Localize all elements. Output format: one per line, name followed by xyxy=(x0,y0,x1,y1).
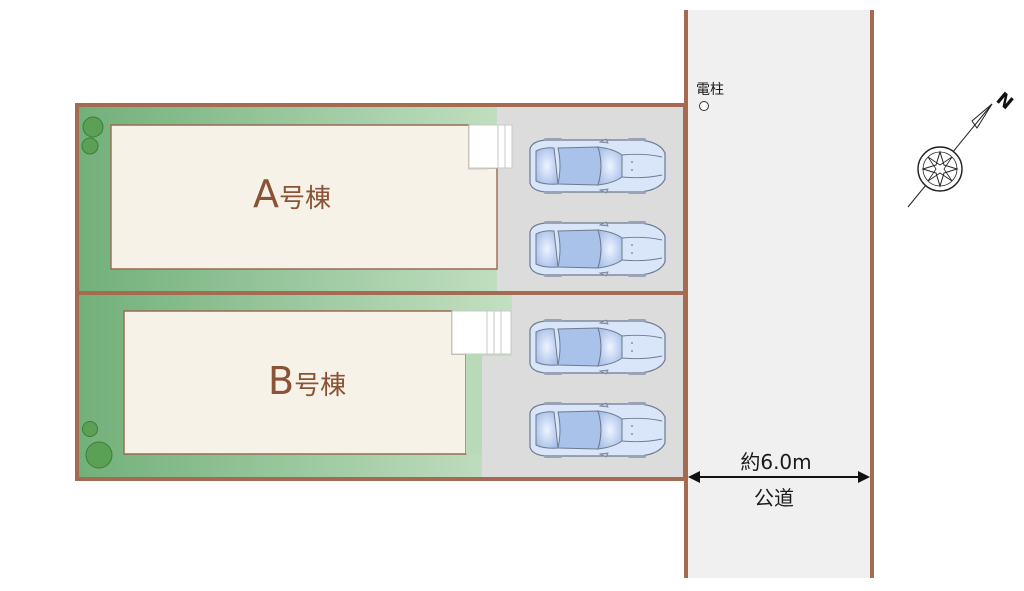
lot-boundaries xyxy=(75,103,687,481)
tree-icon xyxy=(82,421,98,437)
car-icon xyxy=(529,220,666,278)
road-surface xyxy=(686,10,872,578)
building-a-label: A号棟 xyxy=(253,172,331,216)
lot-a-parking-top xyxy=(512,106,685,126)
tree-icon xyxy=(82,116,104,138)
building-a-suffix: 号棟 xyxy=(279,184,331,214)
road-width-dimension xyxy=(688,471,870,483)
building-b-letter: B xyxy=(268,359,294,403)
lot-b-trees xyxy=(82,421,113,469)
road-width-label: 約6.0m xyxy=(740,450,811,474)
lot-a-trees xyxy=(81,116,104,155)
north-compass: N xyxy=(907,88,1017,208)
tree-icon xyxy=(85,441,113,469)
car-icon xyxy=(529,137,666,195)
tree-icon xyxy=(81,137,99,155)
road-name-label: 公道 xyxy=(754,486,794,510)
utility-pole-marker xyxy=(699,101,709,111)
compass-north-label: N xyxy=(992,88,1017,114)
building-b-label: B号棟 xyxy=(268,359,346,403)
building-b-entrance-steps xyxy=(466,354,482,454)
public-road: 電柱 約6.0m 公道 xyxy=(684,10,874,578)
building-a-letter: A xyxy=(253,172,279,216)
lot-b: B号棟 xyxy=(78,294,685,478)
utility-pole-label: 電柱 xyxy=(696,82,724,98)
lot-a: A号棟 xyxy=(78,106,685,293)
car-icon xyxy=(529,318,666,376)
car-icon xyxy=(529,401,666,459)
building-b-suffix: 号棟 xyxy=(294,371,346,401)
